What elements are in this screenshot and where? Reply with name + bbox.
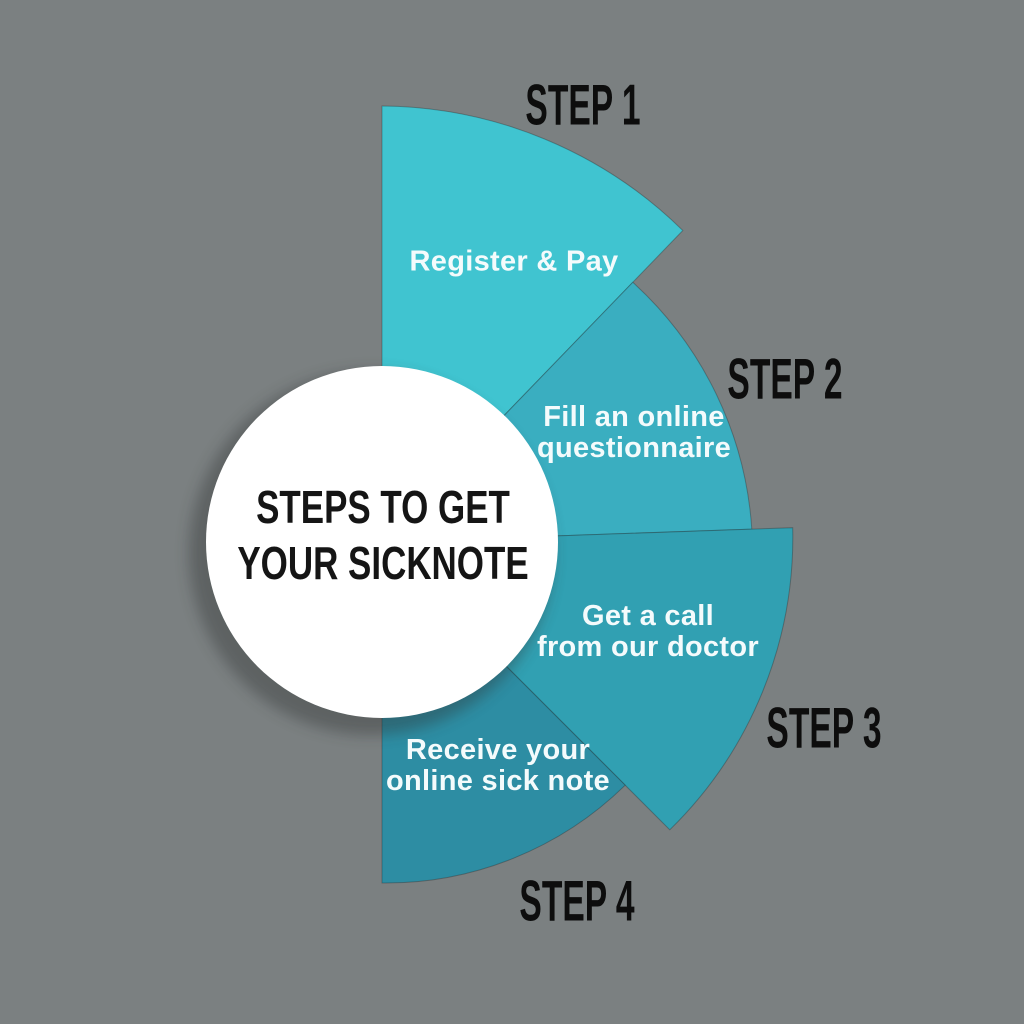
center-circle bbox=[206, 366, 558, 718]
step-1-description: Register & Pay bbox=[409, 245, 619, 278]
step-1-label: STEP 1 bbox=[525, 72, 641, 137]
step-2-label: STEP 2 bbox=[727, 346, 843, 411]
step-3-description: Get a call from our doctor bbox=[537, 600, 759, 663]
step-2-description: Fill an online questionnaire bbox=[536, 401, 732, 464]
center-title: STEPS TO GET YOUR SICKNOTE bbox=[237, 481, 529, 589]
step-4-description: Receive your online sick note bbox=[386, 734, 610, 797]
step-4-label: STEP 4 bbox=[519, 868, 635, 933]
step-3-label: STEP 3 bbox=[766, 695, 882, 760]
